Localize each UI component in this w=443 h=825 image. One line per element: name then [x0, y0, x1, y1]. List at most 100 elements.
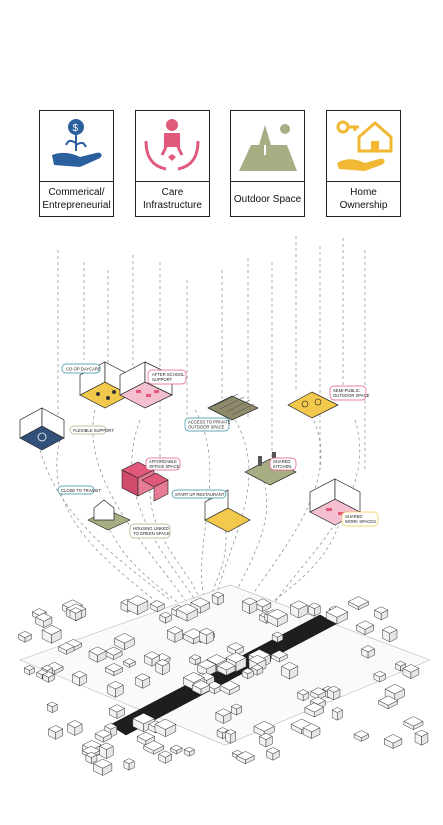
- city-building: [249, 601, 258, 615]
- svg-text:CLOSE TO TRANSIT: CLOSE TO TRANSIT: [61, 488, 101, 493]
- city-building: [272, 750, 280, 761]
- city-building: [74, 723, 83, 736]
- house-key-hand-icon: [336, 120, 393, 171]
- city-building: [410, 668, 420, 680]
- city-building: [142, 676, 151, 689]
- card-care: Care Infrastructure: [135, 110, 210, 217]
- city-building: [186, 608, 198, 622]
- card-home: Home Ownership: [326, 110, 401, 217]
- city-building: [51, 629, 62, 644]
- city-building: [66, 646, 75, 655]
- city-building: [129, 661, 136, 668]
- city-building: [367, 648, 375, 659]
- callout-startup: START UP RESTAURANT: [171, 489, 227, 499]
- city-building: [364, 624, 375, 636]
- city-building: [394, 688, 405, 702]
- svg-text:$: $: [73, 123, 79, 134]
- city-building: [29, 667, 35, 676]
- svg-text:CO-OP DAYCARE: CO-OP DAYCARE: [66, 367, 101, 372]
- city-building: [289, 665, 299, 680]
- city-building: [137, 600, 149, 616]
- module-after-school-room: [119, 361, 173, 409]
- city-building: [277, 613, 288, 628]
- city-building: [113, 667, 123, 677]
- city-building: [313, 707, 324, 718]
- tree-landscape-icon: [239, 124, 297, 171]
- card-label: Commerical/ Entrepreneurial: [40, 181, 113, 216]
- card-label: Care Infrastructure: [136, 181, 209, 216]
- city-building: [194, 656, 201, 666]
- city-building: [247, 670, 254, 680]
- card-outdoor: Outdoor Space: [230, 110, 305, 217]
- city-building: [389, 629, 398, 643]
- city-building: [206, 631, 214, 645]
- city-building: [174, 629, 183, 643]
- city-building: [217, 594, 224, 606]
- card-label: Home Ownership: [327, 181, 400, 216]
- city-building: [311, 727, 321, 739]
- city-building: [106, 745, 114, 760]
- city-building: [124, 637, 135, 651]
- svg-text:FLEXIBLE SUPPORT: FLEXIBLE SUPPORT: [73, 428, 114, 433]
- module-shared-kitchen: [244, 452, 297, 486]
- city-building: [235, 657, 247, 673]
- city-building: [43, 616, 53, 628]
- callout-coop-daycare: CO-OP DAYCARE: [61, 363, 101, 374]
- city-building: [199, 602, 210, 614]
- city-building: [379, 673, 386, 683]
- city-building: [55, 728, 63, 740]
- city-building: [153, 745, 165, 755]
- city-building: [392, 738, 403, 749]
- city-building: [336, 611, 348, 625]
- city-building: [165, 753, 173, 764]
- city-building: [277, 634, 284, 643]
- svg-text:START UP RESTAURANT: START UP RESTAURANT: [175, 492, 225, 497]
- callout-flexible-support: FLEXIBLE SUPPORT: [69, 425, 114, 435]
- city-building: [421, 732, 429, 746]
- city-building: [176, 747, 183, 755]
- city-building: [245, 755, 255, 765]
- city-building: [115, 684, 124, 698]
- city-building: [236, 706, 242, 716]
- city-building: [337, 709, 343, 721]
- money-plant-hand-icon: $: [52, 119, 102, 167]
- city-building: [102, 733, 112, 743]
- city-building: [413, 720, 424, 731]
- city-building: [265, 736, 273, 748]
- city-building: [116, 707, 125, 719]
- card-label: Outdoor Space: [231, 181, 304, 216]
- city-building: [229, 685, 240, 696]
- city-building: [165, 614, 172, 624]
- city-building: [387, 700, 398, 710]
- city-building: [279, 654, 288, 663]
- module-blue-room: [19, 407, 65, 451]
- city-building: [91, 754, 98, 764]
- city-building: [223, 712, 232, 724]
- city-building: [48, 674, 55, 683]
- module-semi-public-space: [287, 391, 339, 419]
- card-commercial: $ Commerical/ Entrepreneurial: [39, 110, 114, 217]
- city-building: [230, 731, 237, 744]
- module-garden-plot: [207, 393, 259, 421]
- city-building: [314, 605, 321, 617]
- city-building: [189, 749, 195, 757]
- city-building: [165, 723, 177, 738]
- city-building: [51, 704, 58, 714]
- city-block-drawing: [17, 584, 431, 776]
- city-building: [75, 610, 82, 622]
- city-building: [200, 684, 210, 696]
- module-house-green: [87, 499, 131, 531]
